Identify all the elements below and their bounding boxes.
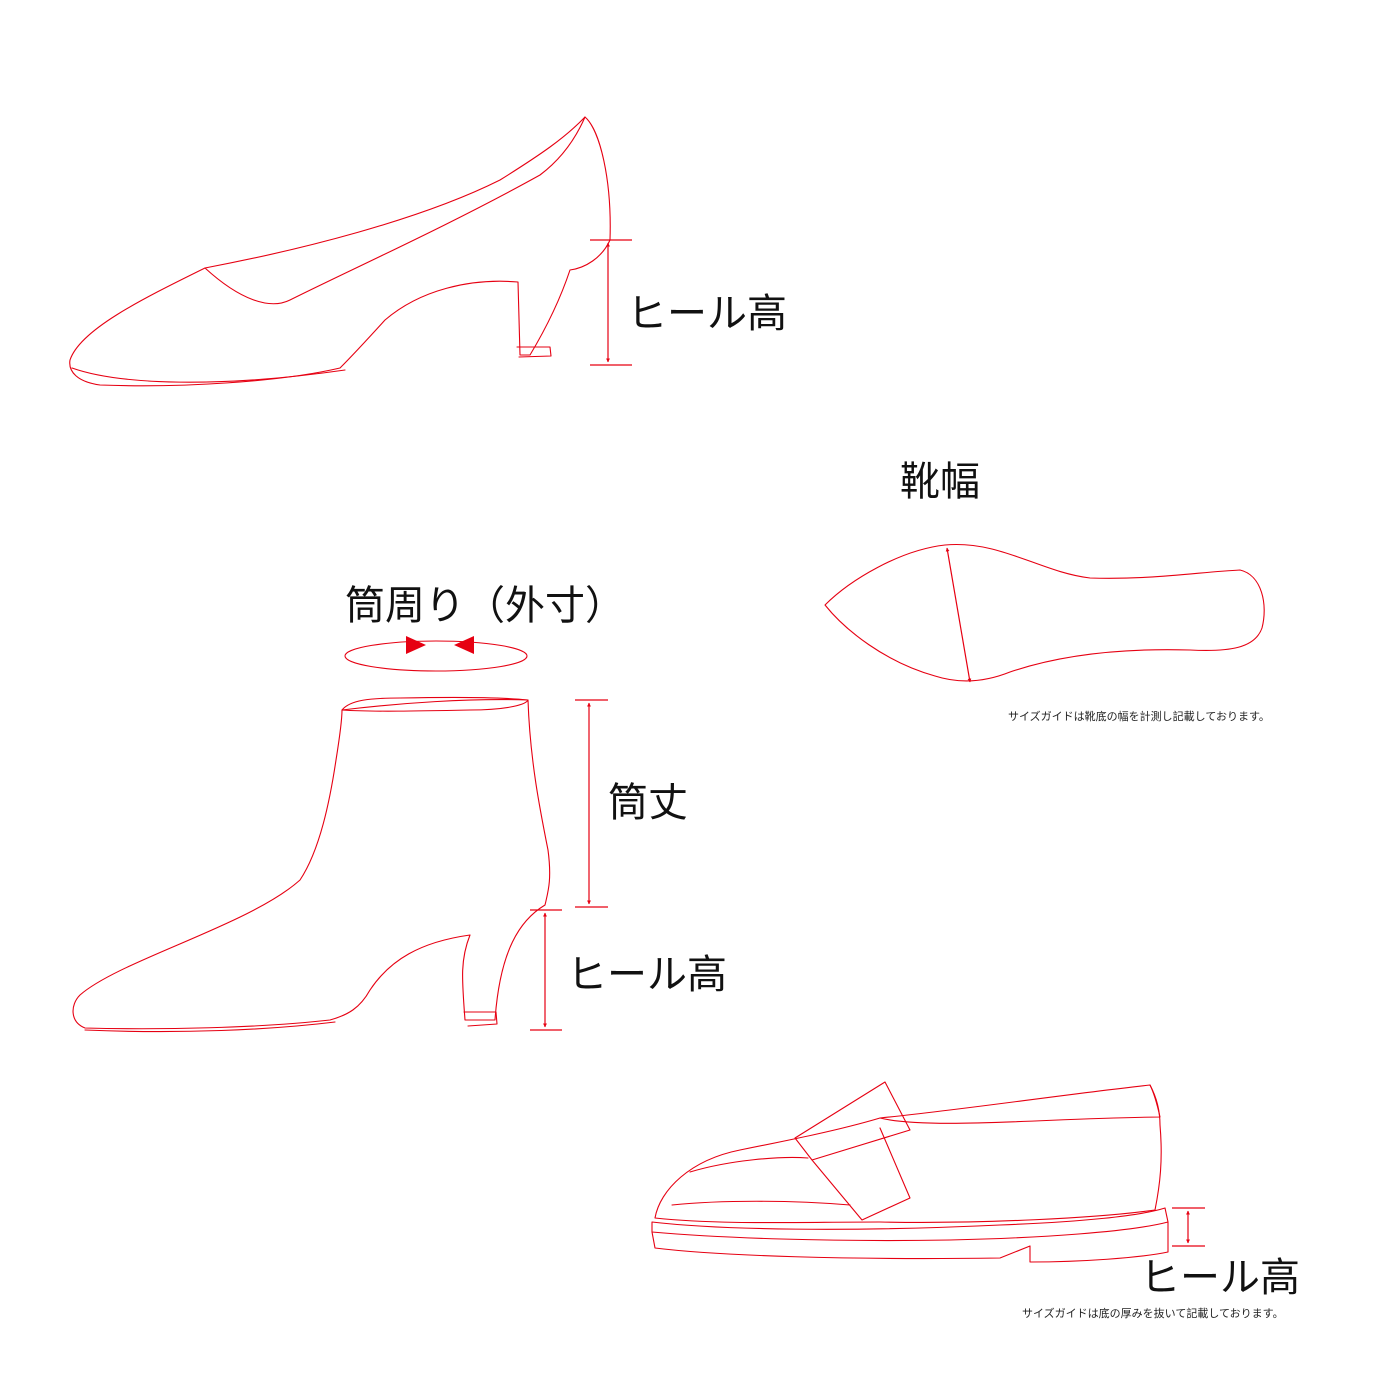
loafer-illustration [651, 1081, 1169, 1263]
pump-heel-cap [516, 346, 552, 358]
circumference-arrow-right [406, 636, 426, 654]
sole-illustration [824, 543, 1265, 682]
boot-heel-height-label: ヒール高 [567, 952, 727, 998]
loafer-outsole [651, 1221, 1169, 1263]
pump-sole [71, 367, 346, 383]
loafer-heel-height-label: ヒール高 [1140, 1255, 1300, 1301]
loafer-vamp-seam [671, 1156, 851, 1206]
pump-topline [204, 116, 586, 305]
pump-upper-outline [69, 116, 611, 387]
boot-illustration [72, 696, 551, 1033]
shoe-width-label: 靴幅 [900, 459, 980, 505]
loafer-heel-note: サイズガイドは底の厚みを抜いて記載しております。 [1022, 1307, 1284, 1320]
loafer-saddle-strap [794, 1081, 911, 1221]
loafer-heel-dimension [1172, 1207, 1205, 1247]
boot-sole-line [84, 1021, 336, 1033]
boot-outline [72, 699, 551, 1030]
boot-heel-cap [463, 1011, 498, 1027]
pump-heel-dimension [590, 239, 632, 366]
pump-illustration [69, 116, 611, 387]
boot-circumference-ellipse [344, 640, 528, 672]
boot-shaft-dimension [575, 699, 608, 908]
loafer-midsole [651, 1207, 1169, 1242]
boot-circumference-indicator [344, 636, 528, 672]
boot-heel-dimension [530, 909, 562, 1031]
boot-collar [341, 696, 529, 712]
loafer-topline [879, 1084, 1161, 1124]
sole-width-dimension [945, 547, 972, 683]
shoe-width-note: サイズガイドは靴底の幅を計測し記載しております。 [1008, 710, 1270, 723]
sole-width-arrow [945, 547, 972, 683]
sole-outline [824, 543, 1265, 682]
pump-heel-height-label: ヒール高 [627, 291, 787, 337]
shaft-circumference-label: 筒周り（外寸） [345, 583, 625, 629]
circumference-arrow-left [454, 636, 474, 654]
shaft-height-label: 筒丈 [608, 780, 688, 826]
